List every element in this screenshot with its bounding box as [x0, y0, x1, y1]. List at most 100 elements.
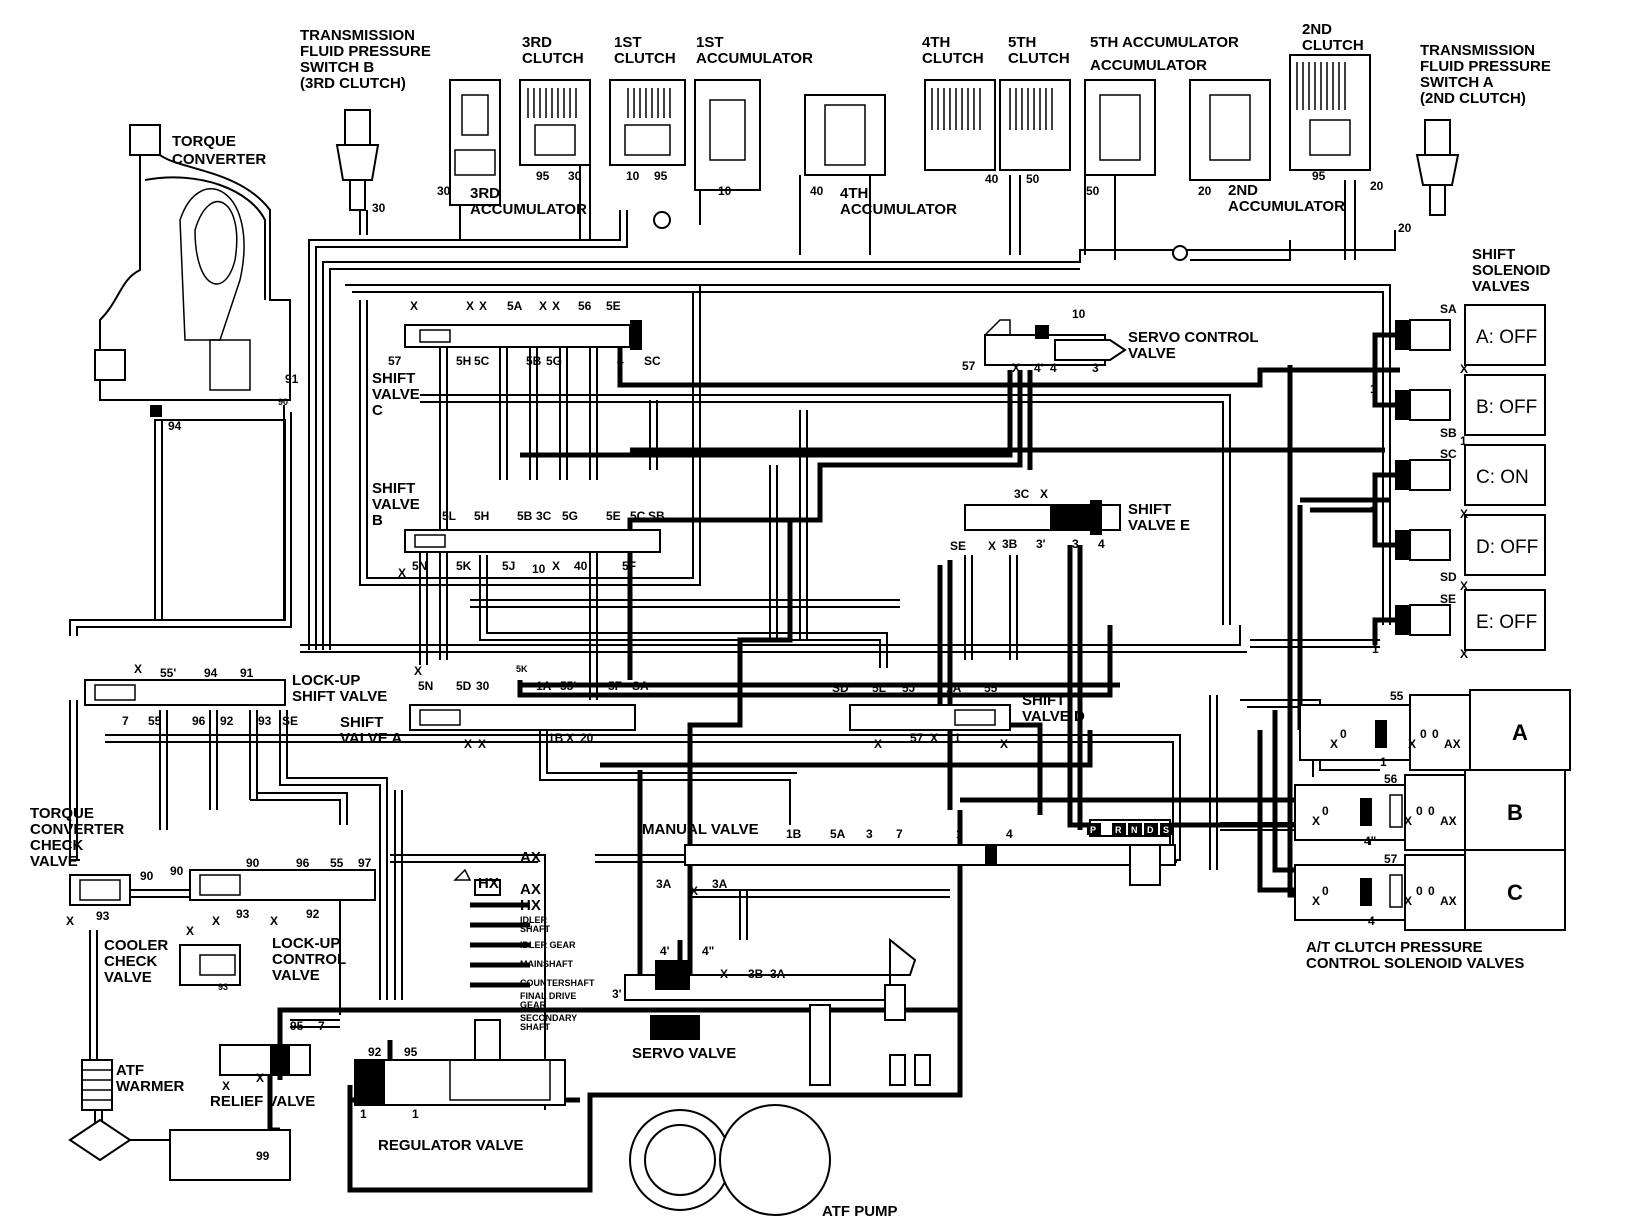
tcc-p1: 93	[96, 909, 110, 923]
svc-p13: 4	[617, 354, 624, 368]
manual-valve	[684, 819, 1176, 886]
shift-solenoid-a-box	[1464, 304, 1546, 366]
port-90-tc: 90	[278, 397, 288, 407]
port-clutch-2nd-a: 95	[1312, 169, 1326, 183]
rv-p1: 7	[318, 1019, 325, 1033]
svd-p3: 1A	[946, 681, 962, 695]
sve-p7: 4	[1098, 537, 1105, 551]
rv-p2: X	[222, 1079, 230, 1093]
sv-p0: 4'	[660, 944, 670, 958]
sve-p6: 3	[1072, 537, 1079, 551]
label-servo-valve: SERVO VALVE	[632, 1045, 736, 1062]
reg-p3: 1	[412, 1107, 419, 1121]
pcc-p4: 0	[1428, 884, 1435, 898]
port-clutch-1st-a: 10	[626, 169, 640, 183]
sva-p12: X	[566, 731, 574, 745]
label-relief-valve: RELIEF VALVE	[210, 1093, 315, 1110]
shift-solenoid-c-state: C: ON	[1476, 467, 1529, 488]
label-reg-hx-1: HX	[478, 875, 499, 892]
ssl-p3: X	[1460, 507, 1468, 521]
pcc-p3: 0	[1416, 884, 1423, 898]
lsv-p0: X	[134, 662, 142, 676]
svd-p7: X	[930, 731, 938, 745]
sv-p2: X	[720, 967, 728, 981]
port-sd: SD	[1440, 570, 1457, 584]
shift-solenoid-d-box	[1464, 514, 1546, 576]
atf-pump	[629, 1104, 831, 1216]
gear-r: R	[1115, 825, 1122, 835]
pressure-switch-a	[1415, 119, 1460, 216]
port-se: SE	[1440, 592, 1456, 606]
lsv-p3: 91	[240, 666, 254, 680]
port-94-tc: 94	[168, 419, 182, 433]
port-99: 99	[256, 1149, 270, 1163]
ssl-p1: X	[1460, 362, 1468, 376]
sve-p0: 3C	[1014, 487, 1030, 501]
lsv-p1: 55'	[160, 666, 176, 680]
svd-p5: X	[874, 737, 882, 751]
svb-p15: 5F	[622, 559, 636, 573]
port-sb: SB	[1440, 426, 1457, 440]
lcv-p1: 90	[246, 856, 260, 870]
mv-p6: 3A	[656, 877, 672, 891]
mv-p7: X	[690, 884, 698, 898]
mv-p0: 1B	[786, 827, 802, 841]
port-clutch-3rd-b: 30	[568, 169, 582, 183]
sva-p5: 1A	[536, 679, 552, 693]
sve-p1: X	[1040, 487, 1048, 501]
shift-valve-c	[404, 320, 642, 350]
svb-p8: X	[398, 566, 406, 580]
cooler-check-valve	[179, 944, 241, 986]
scv-p1: 57	[962, 359, 976, 373]
label-reg-hx-2: HX	[520, 897, 541, 914]
svd-p4: 55'	[984, 681, 1000, 695]
scv-p5: 3	[1092, 361, 1099, 375]
pc-solenoid-c-letter: C	[1507, 880, 1523, 905]
lsv-p4: 7	[122, 714, 129, 728]
svd-p1: 5L	[872, 681, 886, 695]
svc-p6: 56	[578, 299, 592, 313]
lcv-p6: 93	[236, 907, 250, 921]
svb-p5: 5E	[606, 509, 621, 523]
rv-p3: X	[256, 1071, 264, 1085]
lcv-p0: 90	[170, 864, 184, 878]
mv-p8: 3A	[712, 877, 728, 891]
shift-valve-e	[964, 500, 1121, 535]
scv-p4: 4	[1050, 361, 1057, 375]
lsv-p8: 93	[258, 714, 272, 728]
ssl-p6: 1	[1460, 434, 1467, 448]
svb-p2: 5B	[517, 509, 533, 523]
port-acc-2nd: 20	[1198, 184, 1212, 198]
port-clutch-5th: 50	[1026, 172, 1040, 186]
port-sa: SA	[1440, 302, 1457, 316]
lsv-p6: 96	[192, 714, 206, 728]
gear-d: D	[1147, 825, 1154, 835]
regulator-valve	[354, 868, 566, 1106]
hydraulic-lines	[69, 165, 1396, 1141]
lsv-p2: 94	[204, 666, 218, 680]
svc-p0: X	[410, 299, 418, 313]
port-tfps-b: 30	[372, 201, 386, 215]
scv-p3: 4'	[1034, 361, 1044, 375]
sve-p4: 3B	[1002, 537, 1018, 551]
sva-p13: 20	[580, 731, 594, 745]
pcb-p4: 0	[1428, 804, 1435, 818]
svc-p1: X	[466, 299, 474, 313]
lcv-p5: X	[212, 914, 220, 928]
sv-p1: 4"	[702, 944, 714, 958]
sv-p3: 3B	[748, 967, 764, 981]
ssl-p5: X	[1460, 647, 1468, 661]
svb-p1: 5H	[474, 509, 489, 523]
pcc-p1: 0	[1322, 884, 1329, 898]
svb-p13: X	[552, 559, 560, 573]
label-5th-accumulator: 5TH ACCUMULATOR	[1090, 34, 1239, 51]
pc-solenoid-a-letter: A	[1512, 720, 1528, 745]
